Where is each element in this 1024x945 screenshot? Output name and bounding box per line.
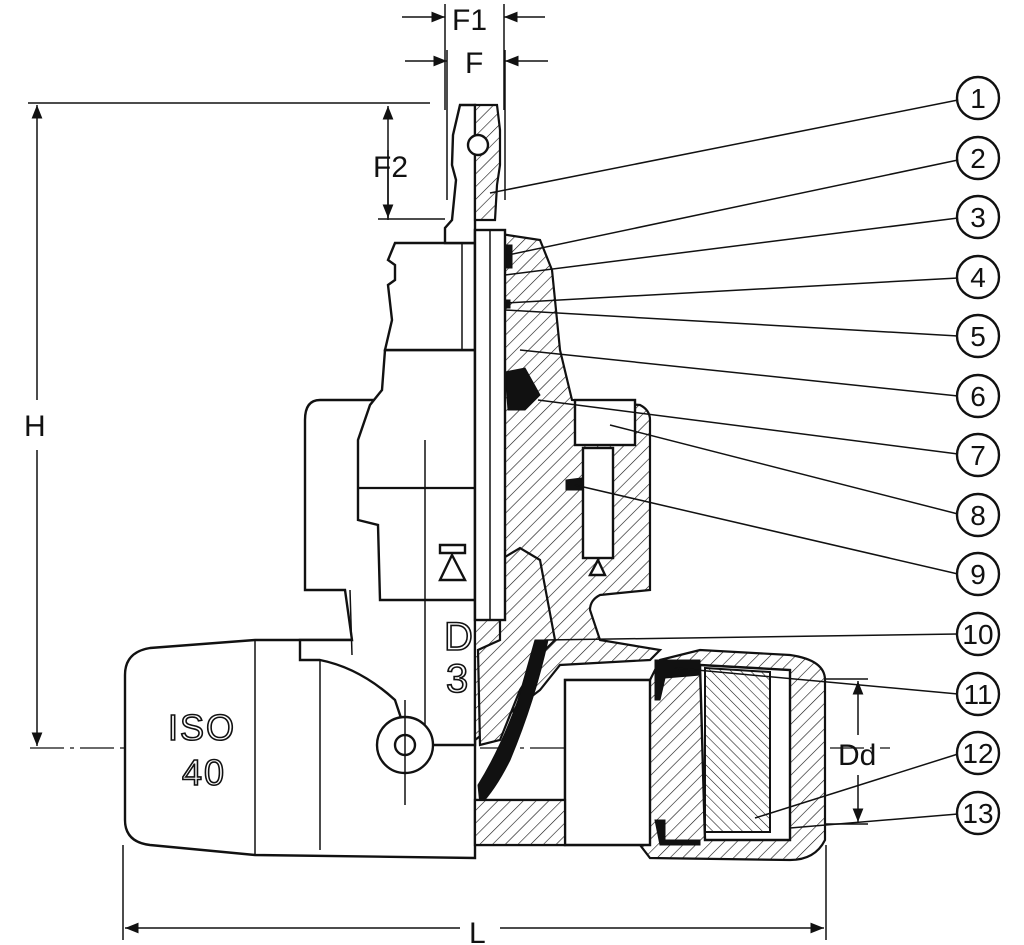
callout-1: 1 — [955, 75, 1001, 121]
iso-marking-line1: ISO — [168, 707, 236, 748]
callout-6: 6 — [955, 373, 1001, 419]
cast-marking-d: D — [444, 615, 473, 659]
callout-2-label: 2 — [970, 143, 986, 174]
manufacturer-logo — [438, 543, 467, 582]
callout-5: 5 — [955, 313, 1001, 359]
callout-8-label: 8 — [970, 500, 986, 531]
callout-10-label: 10 — [962, 619, 993, 650]
callout-2: 2 — [955, 135, 1001, 181]
callout-bubbles: 1 2 3 4 5 6 7 8 9 10 11 12 13 — [955, 75, 1001, 836]
callout-12: 12 — [955, 730, 1001, 776]
dim-label-f1: F1 — [452, 4, 487, 37]
callout-9-label: 9 — [970, 559, 986, 590]
callout-12-label: 12 — [962, 738, 993, 769]
callout-13-label: 13 — [962, 798, 993, 829]
callout-1-label: 1 — [970, 83, 986, 114]
cast-marking-3: 3 — [446, 657, 468, 701]
dim-label-f: F — [465, 47, 483, 80]
callout-11: 11 — [955, 671, 1001, 717]
callout-leaders — [489, 99, 959, 829]
callout-6-label: 6 — [970, 381, 986, 412]
valve-section-half — [466, 103, 827, 862]
callout-10: 10 — [955, 611, 1001, 657]
dim-label-dd: Dd — [838, 739, 876, 772]
dim-label-f2: F2 — [373, 151, 408, 184]
callout-9: 9 — [955, 551, 1001, 597]
dim-label-h: H — [24, 410, 46, 443]
callout-7-label: 7 — [970, 440, 986, 471]
callout-5-label: 5 — [970, 321, 986, 352]
callout-4-label: 4 — [970, 262, 986, 293]
dim-label-l: L — [469, 917, 486, 945]
callout-13: 13 — [955, 790, 1001, 836]
callout-8: 8 — [955, 492, 1001, 538]
callout-4: 4 — [955, 254, 1001, 300]
callout-7: 7 — [955, 432, 1001, 478]
callout-3: 3 — [955, 194, 1001, 240]
callout-3-label: 3 — [970, 202, 986, 233]
iso-marking-line2: 40 — [182, 752, 226, 793]
valve-exterior-half — [123, 103, 477, 860]
callout-11-label: 11 — [963, 679, 992, 710]
